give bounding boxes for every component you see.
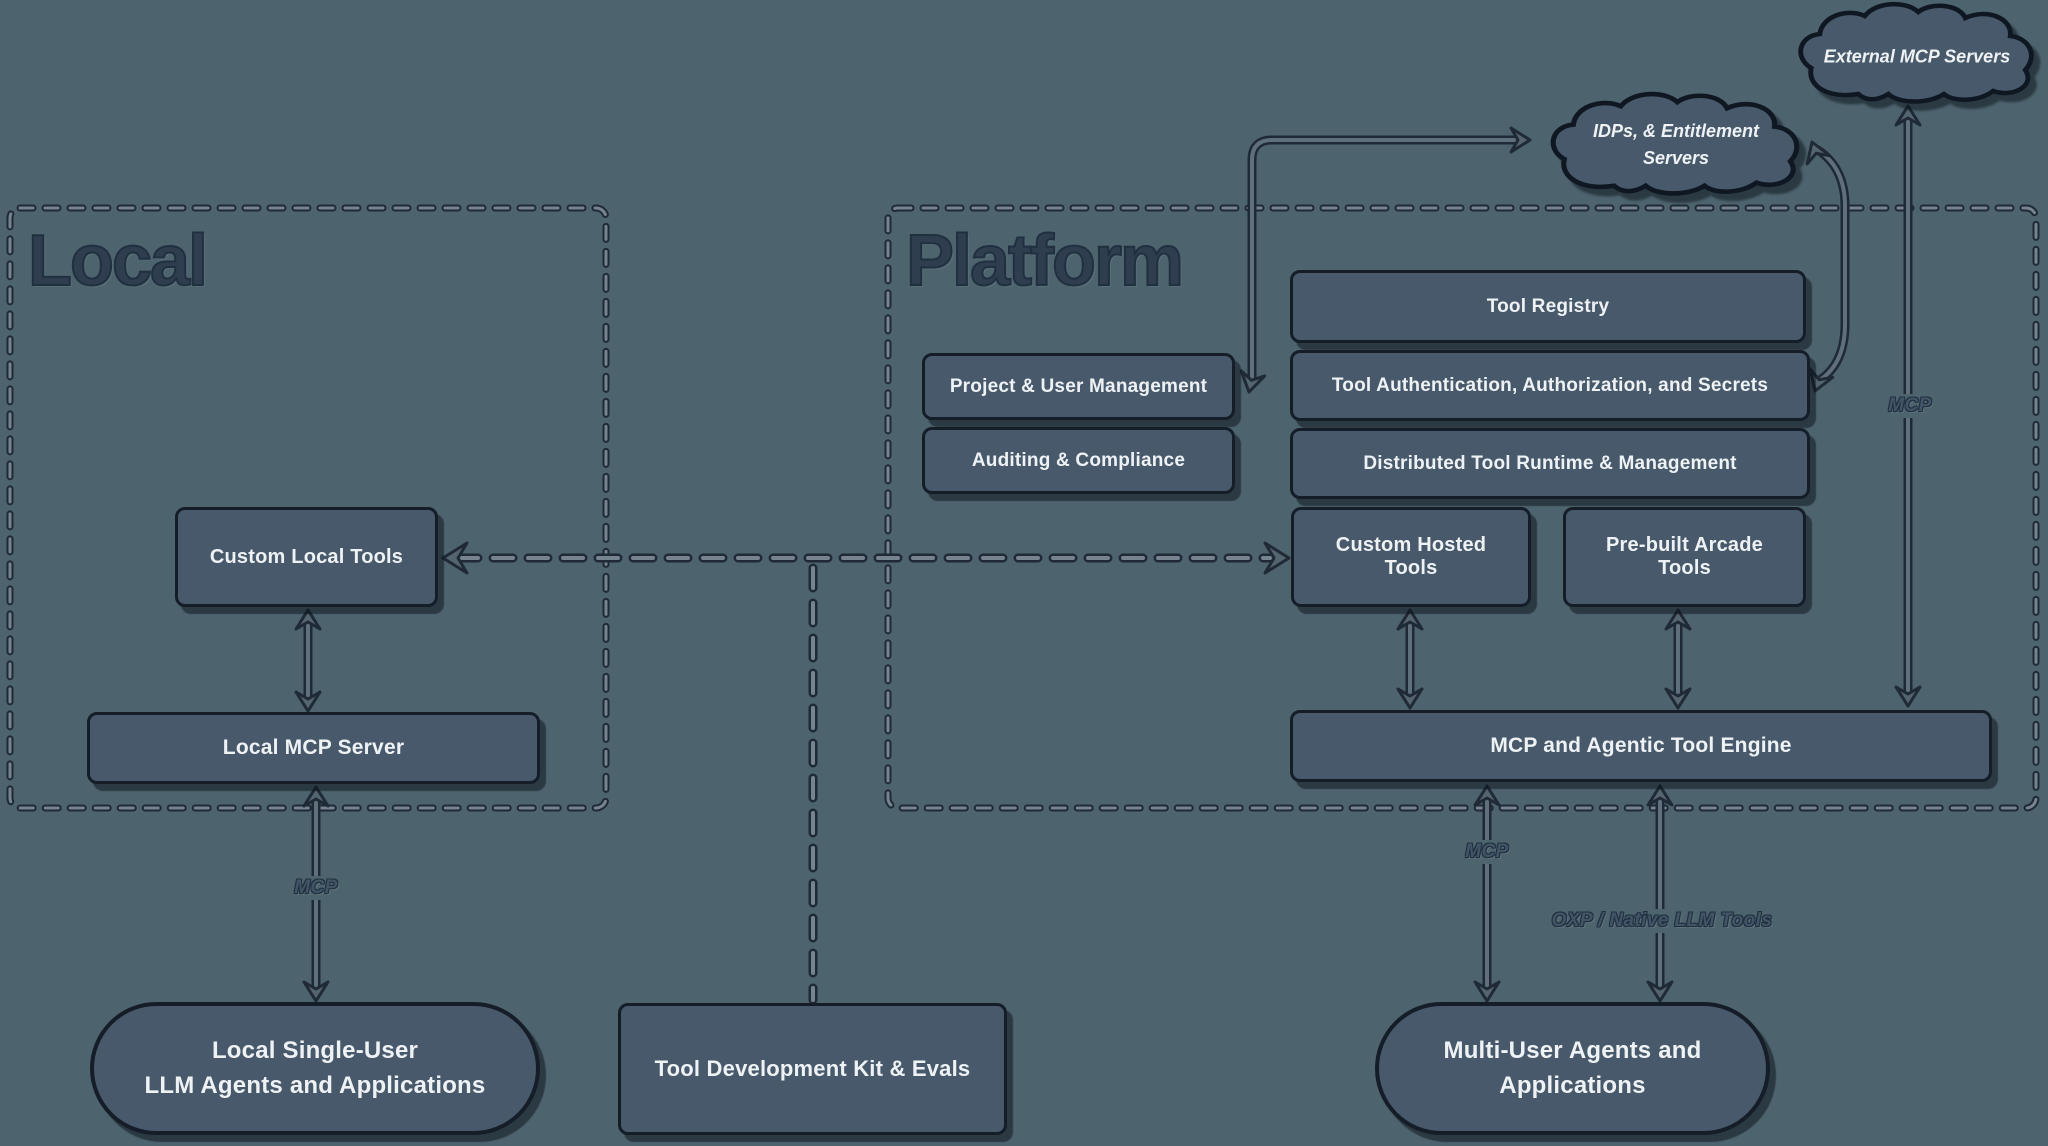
connector-engine-multiuser-oxp [1646, 784, 1674, 1003]
edge-label-external-mcp: MCP [1881, 394, 1939, 418]
node-label-line1: Multi-User Agents and [1443, 1036, 1702, 1064]
connector-customlocal-localmcp [294, 608, 322, 713]
idp-cloud-label: IDPs, & Entitlement Servers [1593, 118, 1759, 172]
node-project-user-mgmt: Project & User Management [922, 353, 1235, 420]
node-tool-registry: Tool Registry [1290, 270, 1806, 343]
node-label-line2: Applications [1499, 1071, 1646, 1099]
idp-cloud-label-line1: IDPs, & Entitlement [1592, 121, 1760, 141]
node-label: MCP and Agentic Tool Engine [1490, 734, 1792, 757]
node-label: Local MCP Server [222, 736, 405, 759]
connector-engine-multiuser-mcp [1473, 784, 1501, 1003]
node-distributed-runtime: Distributed Tool Runtime & Management [1290, 428, 1810, 499]
idp-cloud-label-line2: Servers [1642, 148, 1710, 168]
node-local-mcp-server: Local MCP Server [87, 712, 540, 784]
edge-label-oxp: OXP / Native LLM Tools [1544, 909, 1780, 933]
node-custom-hosted-tools: Custom Hosted Tools [1291, 507, 1531, 607]
node-label: Pre-built Arcade Tools [1606, 534, 1763, 579]
node-tool-dev-kit: Tool Development Kit & Evals [618, 1003, 1007, 1135]
external-mcp-cloud-label: External MCP Servers [1823, 46, 2011, 67]
node-multi-user-agents: Multi-User Agents and Applications [1375, 1002, 1770, 1135]
node-label: Project & User Management [949, 375, 1208, 397]
node-tool-auth: Tool Authentication, Authorization, and … [1290, 350, 1810, 421]
node-tool-engine: MCP and Agentic Tool Engine [1290, 710, 1992, 782]
connector-hosted-engine [1396, 608, 1424, 710]
node-label: Tool Registry [1486, 295, 1610, 317]
node-label: Custom Local Tools [209, 545, 404, 568]
node-label-line1: Local Single-User [211, 1036, 419, 1064]
node-label: Custom Hosted Tools [1335, 534, 1487, 579]
connector-prebuilt-engine [1664, 608, 1692, 710]
node-label: Auditing & Compliance [971, 449, 1186, 471]
node-custom-local-tools: Custom Local Tools [175, 507, 438, 607]
platform-section-title: Platform [905, 220, 1185, 302]
node-prebuilt-arcade-tools: Pre-built Arcade Tools [1563, 507, 1806, 607]
node-label: Tool Authentication, Authorization, and … [1331, 374, 1769, 396]
edge-label-engine-mcp: MCP [1458, 840, 1516, 864]
node-local-agents: Local Single-User LLM Agents and Applica… [90, 1002, 540, 1135]
node-auditing-compliance: Auditing & Compliance [922, 427, 1235, 494]
node-label: Distributed Tool Runtime & Management [1363, 452, 1737, 474]
node-label: Tool Development Kit & Evals [654, 1056, 971, 1081]
connector-custom-tools-dashed [441, 541, 1291, 575]
node-label-line2: LLM Agents and Applications [144, 1071, 486, 1099]
edge-label-local-mcp: MCP [287, 876, 345, 900]
local-section-title: Local [27, 220, 209, 302]
